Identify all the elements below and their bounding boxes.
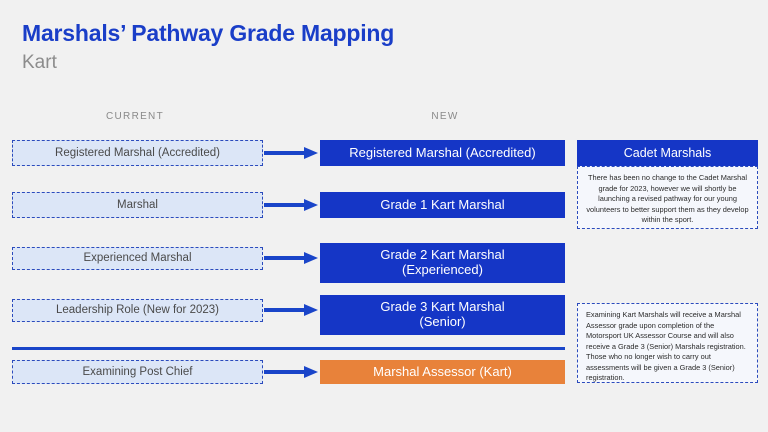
new-grade-box-3[interactable]: Grade 2 Kart Marshal (Experienced) (320, 243, 565, 283)
arrow-head (304, 304, 318, 316)
arrow-shaft (264, 256, 305, 260)
arrow-head (304, 199, 318, 211)
column-header-current: CURRENT (106, 111, 164, 122)
arrow-shaft (264, 203, 305, 207)
section-divider (12, 347, 565, 350)
right-arrow-icon (264, 199, 320, 211)
column-header-new: NEW (431, 111, 459, 122)
note-assessor: Examining Kart Marshals will receive a M… (577, 303, 758, 383)
right-arrow-icon (264, 304, 320, 316)
arrow-shaft (264, 151, 305, 155)
new-grade-label-2: Grade 1 Kart Marshal (380, 196, 505, 212)
current-grade-box-5[interactable]: Examining Post Chief (12, 360, 263, 384)
arrow-head (304, 252, 318, 264)
current-grade-box-1[interactable]: Registered Marshal (Accredited) (12, 140, 263, 166)
new-grade-label-5: Marshal Assessor (Kart) (373, 363, 512, 379)
new-grade-box-4[interactable]: Grade 3 Kart Marshal (Senior) (320, 295, 565, 335)
note-assessor-body: Examining Kart Marshals will receive a M… (577, 303, 758, 383)
arrow-shaft (264, 370, 305, 374)
note-cadet-marshals: Cadet Marshals There has been no change … (577, 140, 758, 229)
right-arrow-icon (264, 366, 320, 378)
current-grade-box-3[interactable]: Experienced Marshal (12, 247, 263, 270)
new-grade-label-3: Grade 2 Kart Marshal (380, 247, 505, 263)
new-grade-box-5[interactable]: Marshal Assessor (Kart) (320, 360, 565, 384)
page-subtitle: Kart (22, 52, 57, 73)
arrow-head (304, 366, 318, 378)
new-grade-sublabel-4: (Senior) (419, 314, 466, 329)
new-grade-box-1[interactable]: Registered Marshal (Accredited) (320, 140, 565, 166)
new-grade-sublabel-3: (Experienced) (402, 262, 483, 277)
current-grade-box-4[interactable]: Leadership Role (New for 2023) (12, 299, 263, 322)
arrow-shaft (264, 308, 305, 312)
new-grade-box-2[interactable]: Grade 1 Kart Marshal (320, 192, 565, 218)
right-arrow-icon (264, 252, 320, 264)
note-cadet-heading: Cadet Marshals (577, 140, 758, 166)
page-title: Marshals’ Pathway Grade Mapping (22, 20, 395, 46)
right-arrow-icon (264, 147, 320, 159)
arrow-head (304, 147, 318, 159)
new-grade-label-4: Grade 3 Kart Marshal (380, 299, 505, 315)
note-cadet-body: There has been no change to the Cadet Ma… (577, 166, 758, 229)
new-grade-label-1: Registered Marshal (Accredited) (349, 144, 536, 160)
current-grade-box-2[interactable]: Marshal (12, 192, 263, 218)
